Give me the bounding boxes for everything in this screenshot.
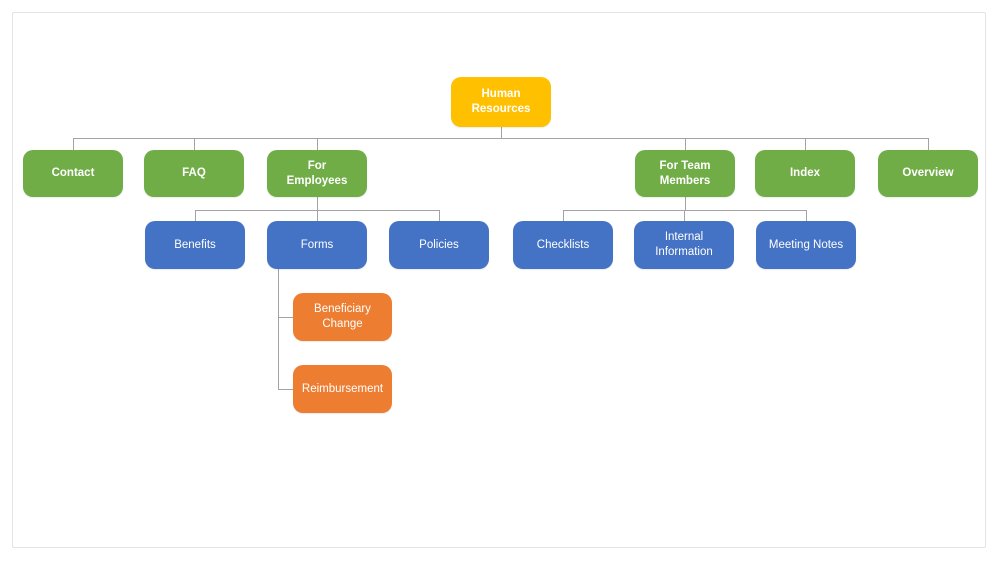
connector bbox=[278, 317, 293, 318]
connector bbox=[684, 210, 685, 221]
node-faq[interactable]: FAQ bbox=[144, 150, 244, 197]
node-overview[interactable]: Overview bbox=[878, 150, 978, 197]
node-meeting-notes[interactable]: Meeting Notes bbox=[756, 221, 856, 269]
connector bbox=[805, 138, 806, 150]
node-for-team-members[interactable]: For Team Members bbox=[635, 150, 735, 197]
connector bbox=[317, 138, 318, 150]
connector bbox=[278, 389, 293, 390]
connector bbox=[439, 210, 440, 221]
node-beneficiary-change[interactable]: Beneficiary Change bbox=[293, 293, 392, 341]
node-policies[interactable]: Policies bbox=[389, 221, 489, 269]
connector bbox=[194, 138, 195, 150]
connector bbox=[278, 269, 279, 389]
node-internal-information[interactable]: Internal Information bbox=[634, 221, 734, 269]
connector bbox=[928, 138, 929, 150]
connector bbox=[73, 138, 74, 150]
node-index[interactable]: Index bbox=[755, 150, 855, 197]
connector bbox=[73, 138, 929, 139]
connector bbox=[685, 197, 686, 211]
connector bbox=[317, 197, 318, 211]
connector bbox=[563, 210, 564, 221]
connector bbox=[806, 210, 807, 221]
node-checklists[interactable]: Checklists bbox=[513, 221, 613, 269]
node-reimbursement[interactable]: Reimbursement bbox=[293, 365, 392, 413]
connector bbox=[501, 127, 502, 138]
connector bbox=[317, 210, 318, 221]
node-human-resources[interactable]: Human Resources bbox=[451, 77, 551, 127]
node-contact[interactable]: Contact bbox=[23, 150, 123, 197]
connector bbox=[685, 138, 686, 150]
node-for-employees[interactable]: For Employees bbox=[267, 150, 367, 197]
node-benefits[interactable]: Benefits bbox=[145, 221, 245, 269]
node-forms[interactable]: Forms bbox=[267, 221, 367, 269]
connector bbox=[195, 210, 196, 221]
